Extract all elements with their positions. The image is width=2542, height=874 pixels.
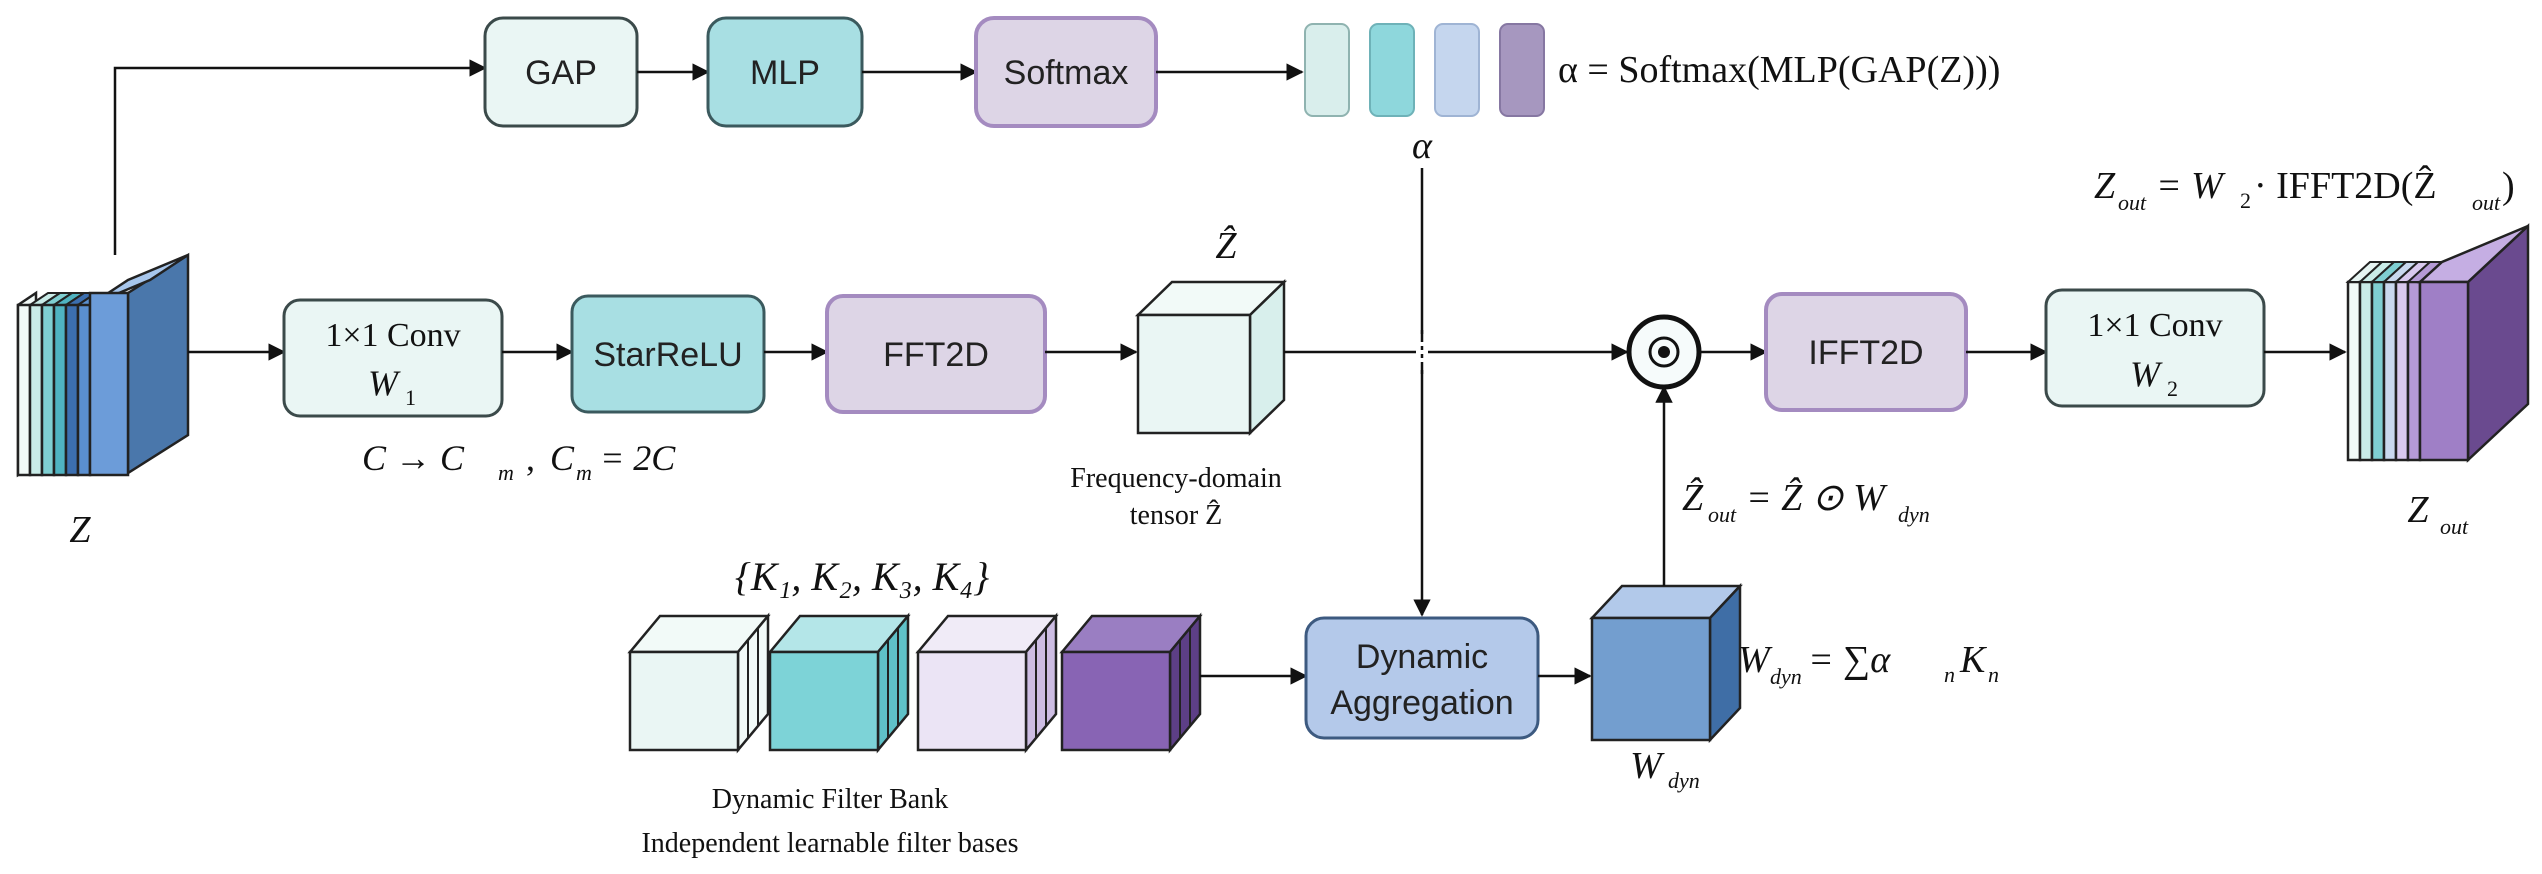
mlp-block: MLP (706, 16, 864, 128)
fft2d-label: FFT2D (883, 336, 989, 374)
starrelu-label: StarReLU (593, 336, 742, 374)
freq-caption-line2: tensor Ẑ (1130, 500, 1223, 531)
output-eq-lhs-sub: out (2118, 190, 2147, 215)
output-eq-lhs: Z (2094, 165, 2116, 207)
wdyn-symbol-sub: dyn (1668, 768, 1700, 793)
wdyn-equation: W dyn = ∑α n K n (1738, 639, 1999, 689)
wdyn-eq-rhs-sub: n (1944, 662, 1955, 687)
fft2d-block: FFT2D (825, 294, 1047, 414)
alpha-weight-4 (1499, 23, 1545, 117)
input-symbol: Z (69, 509, 91, 551)
gap-label: GAP (525, 54, 597, 92)
zout-eq-lhs-sub: out (1708, 502, 1737, 527)
gap-block: GAP (483, 16, 639, 128)
conv1-weight-sub: 1 (405, 385, 416, 410)
alpha-weight-3 (1434, 23, 1480, 117)
filter-bank-caption-1: Dynamic Filter Bank (712, 784, 948, 815)
conv2-weight: W (2130, 354, 2163, 394)
conv1-block: 1×1 Conv W 1 (282, 298, 504, 418)
zout-hat-equation: Ẑ out = Ẑ ⊙ W dyn (1682, 477, 1930, 527)
filter-k3 (915, 612, 1059, 754)
channel-note-b-sub: m (576, 460, 592, 485)
freq-caption-line1: Frequency-domain (1070, 463, 1282, 494)
zout-eq-rhs: = Ẑ ⊙ W (1746, 477, 1888, 519)
input-feature-stack (16, 252, 190, 478)
alpha-weight-2 (1369, 23, 1415, 117)
aggregation-line2: Aggregation (1330, 684, 1513, 722)
wdyn-eq-rhs: = ∑α (1808, 639, 1891, 681)
filter-k1 (627, 612, 771, 754)
frequency-tensor-cube (1134, 279, 1288, 436)
hadamard-product-node (1626, 314, 1702, 390)
ifft2d-block: IFFT2D (1764, 292, 1968, 412)
wdyn-symbol: W (1630, 745, 1665, 787)
output-eq-mid: = W (2156, 165, 2226, 207)
softmax-block: Softmax (974, 16, 1158, 128)
alpha-symbol: α (1412, 125, 1433, 167)
ifft2d-label: IFFT2D (1808, 334, 1923, 372)
channel-note-a-sub: m (498, 460, 514, 485)
output-eq-rhs-sub: out (2472, 190, 2501, 215)
aggregation-line1: Dynamic (1356, 638, 1488, 676)
wdyn-cube (1589, 582, 1743, 744)
tensor-symbol: Ẑ (1215, 225, 1237, 267)
svg-text:,: , (526, 438, 535, 478)
channel-note-b-rest: = 2C (600, 438, 676, 478)
conv1-weight: W (368, 363, 401, 403)
starrelu-block: StarReLU (570, 294, 766, 414)
alpha-weights (1304, 23, 1545, 117)
softmax-label: Softmax (1004, 54, 1129, 92)
mlp-label: MLP (750, 54, 820, 92)
wdyn-eq-lhs: W (1738, 639, 1773, 681)
conv2-weight-sub: 2 (2167, 376, 2178, 401)
wdyn-eq-rhs-end: K (1959, 639, 1987, 681)
output-eq-rhs: · IFFT2D(Ẑ (2254, 165, 2437, 207)
filter-bank-caption-2: Independent learnable filter bases (641, 828, 1018, 859)
channel-note-a: C → C (362, 438, 465, 478)
branch-arrow-to-gap (113, 59, 487, 255)
wdyn-eq-lhs-sub: dyn (1770, 664, 1802, 689)
conv1-line1: 1×1 Conv (325, 317, 460, 354)
alpha-equation: α = Softmax(MLP(GAP(Z))) (1558, 49, 2000, 91)
output-symbol-sub: out (2440, 514, 2469, 539)
channel-note-b: C (550, 438, 575, 478)
output-symbol: Z (2407, 489, 2429, 531)
filter-k2 (767, 612, 911, 754)
dynamic-aggregation-block: Dynamic Aggregation (1304, 616, 1540, 740)
filter-bank (627, 612, 1203, 754)
output-feature-stack (2345, 223, 2530, 463)
conv2-block: 1×1 Conv W 2 (2044, 288, 2266, 408)
filter-bank-set: {K₁, K₂, K₃, K₄} (735, 554, 989, 599)
channel-note: C → C m , C m = 2C (362, 438, 676, 485)
wdyn-eq-rhs-end-sub: n (1988, 662, 1999, 687)
output-eq-close: ) (2502, 165, 2515, 207)
output-equation: Z out = W 2 · IFFT2D(Ẑ out ) (2094, 165, 2515, 215)
filter-k4 (1059, 612, 1203, 754)
conv2-line1: 1×1 Conv (2087, 307, 2222, 344)
output-eq-mid-sub: 2 (2240, 188, 2251, 213)
zout-eq-lhs: Ẑ (1682, 477, 1704, 519)
alpha-weight-1 (1304, 23, 1350, 117)
zout-eq-rhs-sub: dyn (1898, 502, 1930, 527)
